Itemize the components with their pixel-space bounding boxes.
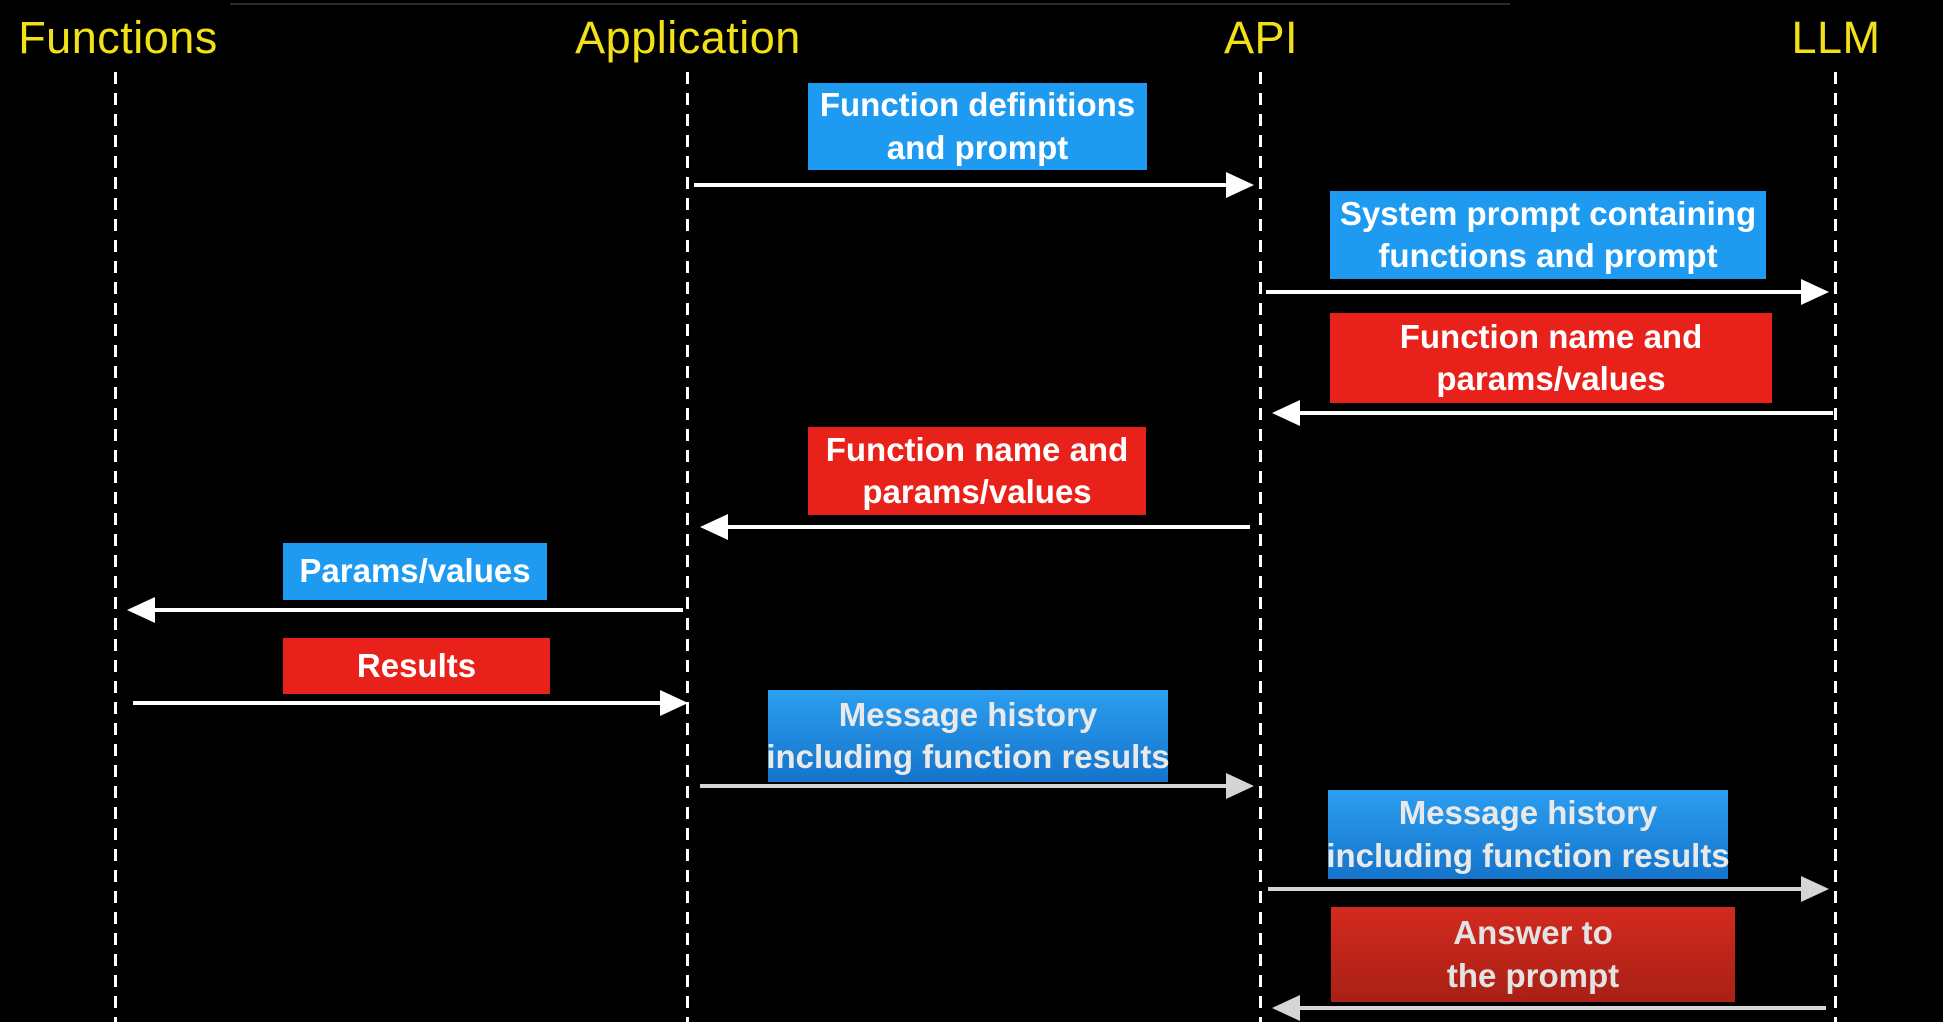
arrow-shaft xyxy=(700,784,1232,788)
actor-label-api: API xyxy=(1223,12,1299,63)
arrow-shaft xyxy=(694,183,1232,187)
message-line: Function name and xyxy=(1399,317,1703,355)
arrow-api-to-llm-history xyxy=(1268,876,1829,902)
message-box-function-definitions: Function definitions and prompt xyxy=(808,83,1147,170)
lifeline-application xyxy=(686,72,689,1022)
message-line: System prompt containing xyxy=(1339,194,1757,232)
message-line: the prompt xyxy=(1446,956,1620,994)
actor-label-functions: Functions xyxy=(18,12,218,63)
message-line: Answer to xyxy=(1453,914,1613,952)
arrow-llm-to-api-answer xyxy=(1272,995,1826,1021)
message-line: Message history xyxy=(838,695,1098,733)
message-box-message-history-app: Message history including function resul… xyxy=(766,690,1170,782)
message-line: Function definitions xyxy=(819,86,1136,124)
arrow-shaft xyxy=(722,525,1250,529)
arrow-head-icon xyxy=(1272,400,1300,426)
lifeline-functions xyxy=(114,72,117,1022)
arrow-head-icon xyxy=(1801,279,1829,305)
arrow-api-to-application xyxy=(700,514,1250,540)
message-box-system-prompt: System prompt containing functions and p… xyxy=(1330,191,1766,279)
arrow-shaft xyxy=(1268,887,1807,891)
arrow-head-icon xyxy=(1272,995,1300,1021)
arrow-head-icon xyxy=(1226,172,1254,198)
message-box-function-name-llm: Function name and params/values xyxy=(1330,313,1772,403)
message-line: including function results xyxy=(766,738,1170,775)
message-line: and prompt xyxy=(886,128,1069,166)
arrow-application-to-api xyxy=(694,172,1254,198)
message-line: params/values xyxy=(1436,360,1666,397)
actor-label-llm: LLM xyxy=(1791,12,1881,63)
message-box-results: Results xyxy=(283,638,550,694)
arrow-shaft xyxy=(1266,290,1807,294)
arrow-api-to-llm xyxy=(1266,279,1829,305)
arrow-head-icon xyxy=(700,514,728,540)
arrow-head-icon xyxy=(127,597,155,623)
message-line: params/values xyxy=(862,473,1092,510)
arrow-functions-to-application xyxy=(133,690,688,716)
lifeline-llm xyxy=(1834,72,1837,1022)
arrow-shaft xyxy=(133,701,666,705)
arrow-application-to-api-history xyxy=(700,773,1254,799)
arrow-shaft xyxy=(1294,411,1833,415)
arrow-shaft xyxy=(149,608,683,612)
message-box-params-values: Params/values xyxy=(283,543,547,600)
message-box-answer: Answer to the prompt xyxy=(1331,907,1735,1002)
arrow-head-icon xyxy=(1801,876,1829,902)
actor-label-application: Application xyxy=(575,12,801,63)
message-line: Results xyxy=(356,646,477,684)
message-box-function-name-api: Function name and params/values xyxy=(808,427,1146,515)
lifeline-api xyxy=(1259,72,1262,1022)
arrow-application-to-functions xyxy=(127,597,683,623)
message-line: functions and prompt xyxy=(1378,237,1718,274)
message-line: including function results xyxy=(1326,836,1730,874)
arrow-shaft xyxy=(1294,1006,1826,1010)
message-line: Function name and xyxy=(825,430,1129,468)
arrow-head-icon xyxy=(660,690,688,716)
arrow-llm-to-api xyxy=(1272,400,1833,426)
arrow-head-icon xyxy=(1226,773,1254,799)
message-line: Params/values xyxy=(299,552,531,590)
message-line: Message history xyxy=(1398,794,1658,832)
top-divider-line xyxy=(230,3,1510,5)
message-box-message-history-api: Message history including function resul… xyxy=(1326,790,1730,879)
